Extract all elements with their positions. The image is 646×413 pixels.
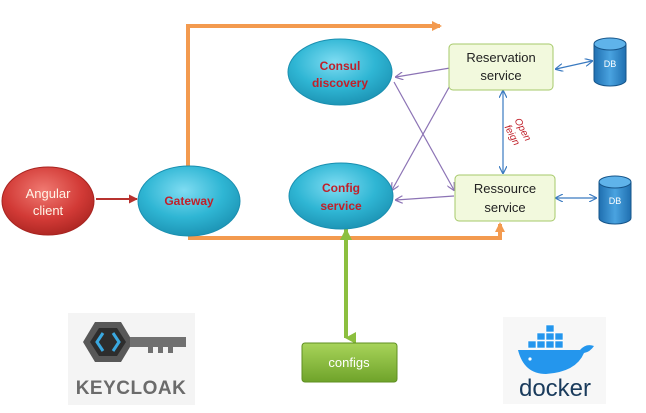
ressource-to-config-arrow: [396, 195, 455, 200]
configs-node: configs: [301, 342, 398, 383]
open-feign-label: Open feign: [502, 116, 533, 148]
configs-arrow-head-top: [340, 228, 352, 240]
reservation-label-2: service: [480, 68, 521, 83]
ressource-label-1: Ressource: [474, 181, 536, 196]
angular-client-label-2: client: [33, 203, 64, 218]
keycloak-logo-text: KEYCLOAK: [76, 378, 187, 399]
consul-discovery-node: Consul discovery: [287, 38, 393, 106]
db-reservation-cylinder: DB: [593, 37, 627, 87]
gateway-to-reservation-arrow: [186, 21, 442, 168]
config-service-node: Config service: [288, 162, 394, 230]
gateway-to-ressource-arrow: [188, 222, 505, 240]
docker-logo-text: docker: [519, 375, 591, 402]
reservation-to-config-arrow: [392, 81, 453, 190]
angular-client-node: Angular client: [1, 166, 95, 236]
reservation-label-1: Reservation: [466, 50, 535, 65]
configs-label: configs: [328, 355, 370, 370]
docker-logo: docker: [503, 317, 606, 404]
reservation-to-consul-arrow: [396, 67, 451, 77]
reservation-service-node: Reservation service: [448, 43, 554, 91]
db-ressource-cylinder: DB: [598, 175, 632, 225]
db-reservation-label: DB: [604, 59, 617, 69]
ressource-service-node: Ressource service: [454, 174, 556, 222]
consul-label-2: discovery: [312, 76, 368, 90]
consul-to-ressource-arrow: [393, 81, 454, 190]
angular-client-label-1: Angular: [26, 186, 71, 201]
db-ressource-label: DB: [609, 196, 622, 206]
reservation-db-arrow: [556, 61, 592, 69]
gateway-label: Gateway: [164, 194, 214, 208]
consul-label-1: Consul: [320, 59, 361, 73]
config-service-label-1: Config: [322, 181, 360, 195]
gateway-node: Gateway: [137, 165, 241, 237]
config-service-label-2: service: [320, 199, 362, 213]
keycloak-logo: KEYCLOAK: [68, 313, 195, 405]
ressource-label-2: service: [484, 200, 525, 215]
